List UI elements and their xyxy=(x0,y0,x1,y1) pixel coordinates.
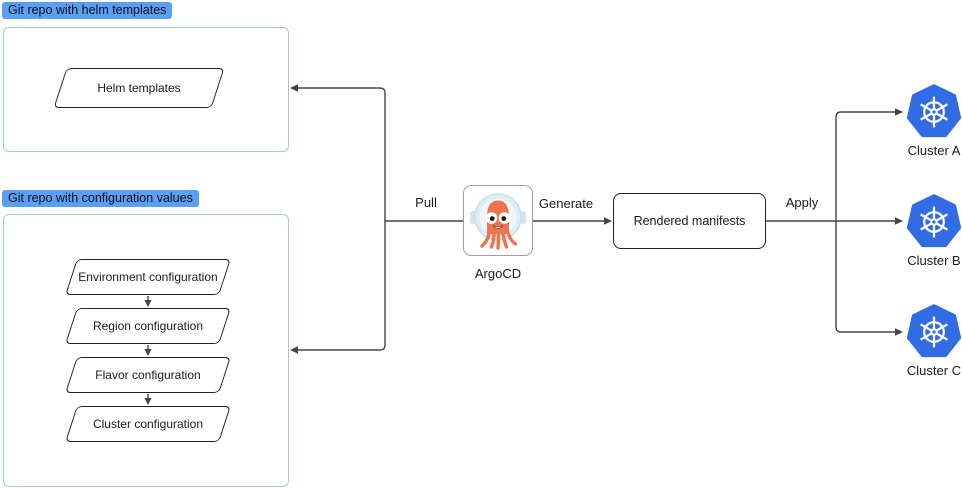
node-cluster-b-label: Cluster B xyxy=(907,253,961,268)
shape-cluster-configuration: Cluster configuration xyxy=(71,406,225,442)
group-title-helm-repo: Git repo with helm templates xyxy=(2,2,173,19)
shape-label: Flavor configuration xyxy=(95,368,201,382)
edge-pull xyxy=(290,84,463,354)
shape-environment-configuration: Environment configuration xyxy=(71,259,225,295)
node-label: Rendered manifests xyxy=(633,214,746,228)
edge-generate xyxy=(533,217,612,225)
group-box-config-repo xyxy=(3,214,289,487)
edge-label-pull: Pull xyxy=(415,195,437,210)
node-rendered-manifests: Rendered manifests xyxy=(613,193,766,249)
edge-label-apply: Apply xyxy=(785,195,819,210)
shape-flavor-configuration: Flavor configuration xyxy=(71,357,225,393)
shape-helm-templates: Helm templates xyxy=(60,68,218,108)
shape-label: Region configuration xyxy=(92,319,204,333)
group-title-config-repo: Git repo with configuration values xyxy=(2,190,199,207)
node-argocd-label: ArgoCD xyxy=(474,266,522,281)
kubernetes-icon xyxy=(906,304,962,358)
argocd-octopus-icon xyxy=(470,192,526,250)
shape-label: Environment configuration xyxy=(78,270,218,284)
shape-region-configuration: Region configuration xyxy=(71,308,225,344)
edge-apply xyxy=(766,108,903,336)
edge-label-generate: Generate xyxy=(538,196,594,211)
shape-label: Cluster configuration xyxy=(92,417,204,431)
kubernetes-icon xyxy=(906,84,962,138)
shape-label: Helm templates xyxy=(97,81,181,95)
node-argocd xyxy=(463,185,533,256)
node-cluster-a-label: Cluster A xyxy=(907,143,961,158)
kubernetes-icon xyxy=(906,194,962,248)
node-cluster-c-label: Cluster C xyxy=(906,363,962,378)
